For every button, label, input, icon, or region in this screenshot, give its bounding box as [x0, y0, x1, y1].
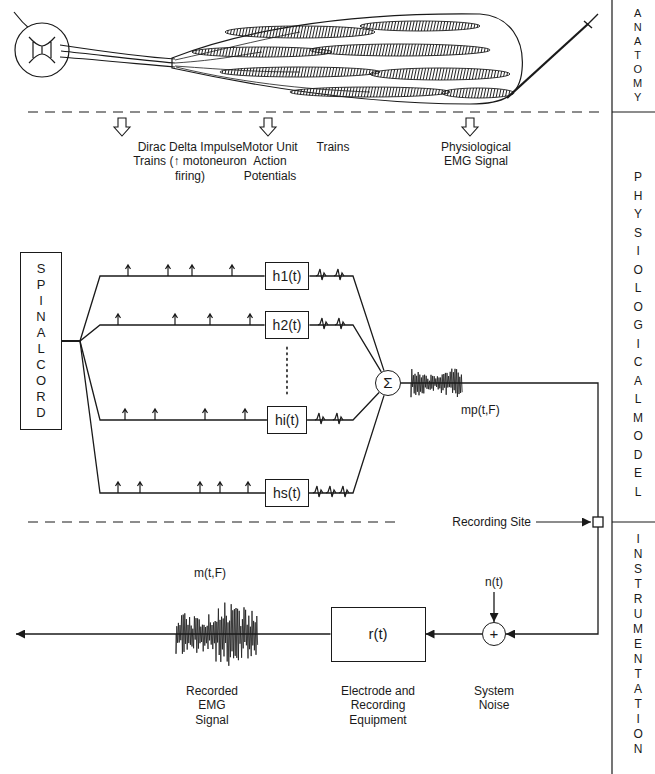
- impulse-arrow: [173, 314, 178, 325]
- noise-adder: +: [482, 622, 506, 646]
- impulse-arrow: [203, 409, 208, 420]
- column-rule: [612, 111, 655, 112]
- node-text: SPINAL CORD: [35, 261, 46, 421]
- muscle-fiber: [442, 88, 514, 98]
- stage-label: System Noise: [466, 684, 522, 713]
- action-potential: [334, 269, 344, 280]
- signal-line: [309, 395, 384, 493]
- stage-label: Motor Unit Action Potentials: [237, 140, 303, 183]
- spinal-cord-section: [15, 23, 69, 77]
- recording-site-marker: [593, 517, 603, 527]
- signal-line: [309, 325, 381, 372]
- signal-line: [401, 383, 598, 634]
- impulse-arrow: [198, 482, 203, 493]
- impulse-arrow: [116, 482, 121, 493]
- site-pointer: [536, 521, 591, 522]
- impulse-arrow: [123, 409, 128, 420]
- recording-equipment-box: r(t): [331, 607, 426, 662]
- column-rule: [612, 521, 655, 522]
- section-divider: [28, 521, 395, 522]
- signal-line: [62, 325, 265, 341]
- action-potential: [316, 269, 326, 280]
- impulse-arrow: [208, 314, 213, 325]
- action-potential: [339, 486, 349, 497]
- nerve-branch: [175, 32, 370, 92]
- stage-label: Dirac Delta Impulse Trains (↑ motoneuron…: [128, 140, 252, 183]
- node-text: +: [490, 625, 499, 643]
- action-potential: [326, 486, 336, 497]
- stage-label: Trains: [308, 140, 358, 154]
- section-label: PHYSIOLOGICAL MODEL: [633, 168, 643, 501]
- signal-line: [62, 341, 267, 420]
- motor-unit-filter: hi(t): [267, 406, 307, 435]
- spinal-cord-box: SPINAL CORD: [20, 252, 62, 430]
- node-text: Σ: [383, 374, 392, 392]
- hollow-arrow: [114, 118, 130, 136]
- node-text: h2(t): [273, 317, 302, 334]
- signal-name: m(t,F): [180, 566, 240, 580]
- muscle-fiber: [310, 44, 490, 56]
- recorded-emg-trace: [176, 603, 258, 666]
- output-arrow: [16, 633, 331, 634]
- impulse-arrow: [190, 265, 195, 276]
- impulse-arrow: [153, 409, 158, 420]
- motor-unit-filter: h1(t): [265, 262, 310, 291]
- action-potential: [315, 413, 325, 424]
- muscle-fiber: [192, 47, 332, 57]
- node-text: hs(t): [273, 485, 301, 502]
- signal-line: [62, 276, 265, 341]
- needle-hub: [584, 14, 598, 28]
- muscle-fiber: [360, 21, 480, 31]
- hollow-arrow: [462, 118, 478, 136]
- nerve-fiber: [60, 57, 175, 67]
- section-divider: [28, 111, 605, 112]
- signal-line: [62, 341, 265, 493]
- action-potential: [335, 318, 345, 329]
- physiological-emg-trace: [411, 369, 462, 398]
- action-potential: [313, 486, 323, 497]
- noise-arrow: [493, 592, 494, 622]
- motor-unit-filter: h2(t): [265, 311, 310, 340]
- muscle-fiber: [370, 68, 510, 80]
- impulse-arrow: [248, 314, 253, 325]
- signal-line: [309, 276, 384, 371]
- muscle-fiber: [220, 67, 380, 77]
- node-text: hi(t): [275, 412, 299, 429]
- stage-label: Electrode and Recording Equipment: [328, 684, 428, 727]
- impulse-arrow: [243, 409, 248, 420]
- impulse-arrow: [246, 482, 251, 493]
- signal-name: mp(t,F): [461, 403, 531, 417]
- section-label: ANATOMY: [633, 6, 642, 104]
- summing-junction: Σ: [375, 370, 401, 396]
- muscle-fiber: [225, 26, 375, 38]
- signal-line: [426, 633, 483, 634]
- impulse-arrow: [218, 482, 223, 493]
- needle-electrode: [507, 24, 588, 98]
- impulse-arrow: [230, 265, 235, 276]
- nerve-fiber: [61, 51, 175, 63]
- section-label: INSTRUMENTATION: [633, 532, 643, 757]
- hollow-arrow: [260, 118, 276, 136]
- column-rule: [611, 0, 612, 774]
- impulse-arrow: [166, 265, 171, 276]
- ellipsis-dots: [286, 347, 288, 397]
- action-potential: [318, 318, 328, 329]
- stage-label: Recorded EMG Signal: [184, 684, 240, 727]
- muscle-outline: [172, 14, 522, 104]
- site-label: Recording Site: [403, 515, 531, 529]
- action-potential: [333, 413, 343, 424]
- stage-label: Physiological EMG Signal: [430, 140, 522, 169]
- signal-name: n(t): [474, 575, 514, 589]
- node-text: h1(t): [273, 268, 302, 285]
- muscle-fiber: [290, 87, 450, 97]
- gray-matter: [29, 37, 55, 63]
- impulse-arrow: [116, 314, 121, 325]
- node-text: r(t): [368, 625, 387, 643]
- impulse-arrow: [126, 265, 131, 276]
- motor-unit-filter: hs(t): [265, 479, 309, 508]
- impulse-arrow: [138, 482, 143, 493]
